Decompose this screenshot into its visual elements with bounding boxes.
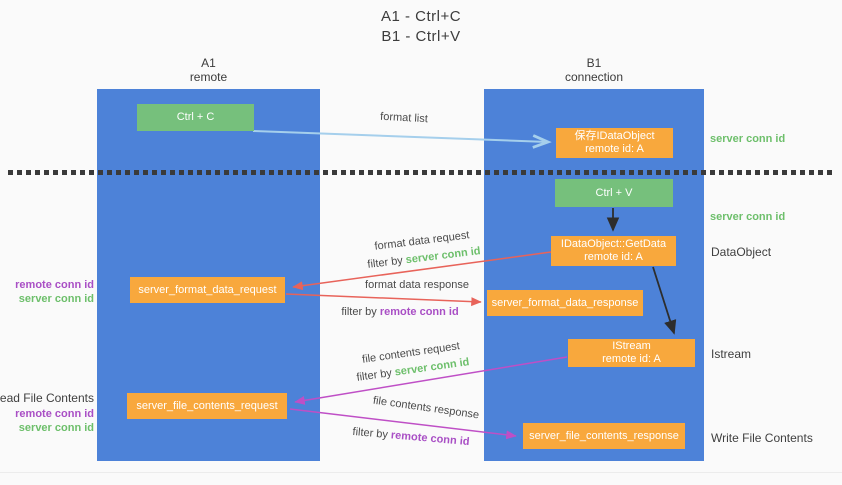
node-save-idataobject-line1: 保存IDataObject: [574, 130, 655, 142]
node-server-format-data-response: server_format_data_response: [487, 290, 643, 316]
node-idataobject-getdata-line1: IDataObject::GetData: [560, 238, 667, 250]
node-istream: IStream remote id: A: [568, 339, 695, 367]
annotation-remote-conn-id-file: remote conn id: [15, 408, 94, 420]
node-save-idataobject: 保存IDataObject remote id: A: [556, 128, 673, 158]
lane-b1-header: B1 connection: [484, 56, 704, 84]
format-data-response-label: format data response: [365, 279, 469, 291]
annotation-istream: Istream: [711, 347, 752, 361]
node-ctrl-c-label: Ctrl + C: [176, 111, 215, 123]
node-server-file-contents-request: server_file_contents_request: [127, 393, 287, 419]
node-server-format-data-request-label: server_format_data_request: [138, 283, 277, 296]
diagram-title: A1 - Ctrl+C B1 - Ctrl+V: [0, 7, 842, 47]
file-contents-response-filter-label: filter by remote conn id: [352, 426, 470, 448]
remote-conn-id-text: remote conn id: [379, 306, 459, 318]
node-save-idataobject-line2: remote id: A: [585, 143, 644, 155]
node-server-file-contents-response-label: server_file_contents_response: [529, 429, 679, 442]
title-line-1: A1 - Ctrl+C: [380, 8, 462, 25]
filter-by-text: filter by: [352, 425, 392, 442]
format-list-label: format list: [379, 110, 429, 126]
node-server-file-contents-response: server_file_contents_response: [523, 423, 685, 449]
lane-b1-name: B1: [586, 56, 602, 70]
node-ctrl-v: Ctrl + V: [555, 179, 673, 207]
lane-a1-subtitle: remote: [189, 70, 228, 84]
title-line-2: B1 - Ctrl+V: [381, 28, 461, 45]
node-idataobject-getdata-line2: remote id: A: [584, 251, 643, 263]
node-idataobject-getdata: IDataObject::GetData remote id: A: [551, 236, 676, 266]
filter-by-text: filter by: [366, 254, 407, 271]
file-contents-response-label: file contents response: [372, 394, 480, 422]
lane-a1-name: A1: [201, 56, 216, 70]
node-istream-line2: remote id: A: [602, 353, 661, 365]
annotation-write-file-contents: Write File Contents: [711, 431, 813, 445]
annotation-read-file-contents: Read File Contents: [0, 391, 94, 405]
filter-by-text: filter by: [341, 306, 380, 318]
node-server-format-data-request: server_format_data_request: [130, 277, 285, 303]
annotation-server-conn-id-format: server conn id: [18, 293, 94, 305]
remote-conn-id-text: remote conn id: [390, 429, 470, 449]
dotted-separator-line: [8, 170, 834, 175]
annotation-remote-conn-id-format: remote conn id: [15, 279, 94, 291]
bottom-faint-line: [0, 472, 842, 473]
node-istream-line1: IStream: [612, 340, 651, 352]
format-data-response-filter-label: filter by remote conn id: [341, 306, 458, 318]
lane-b1-subtitle: connection: [564, 70, 624, 84]
node-ctrl-c: Ctrl + C: [137, 104, 254, 131]
filter-by-text: filter by: [355, 366, 396, 384]
annotation-server-conn-id-save: server conn id: [710, 133, 786, 145]
server-conn-id-text: server conn id: [405, 245, 482, 267]
node-server-format-data-response-label: server_format_data_response: [491, 296, 639, 309]
node-server-file-contents-request-label: server_file_contents_request: [136, 399, 278, 412]
lane-a1-header: A1 remote: [97, 56, 320, 84]
annotation-server-conn-id-paste: server conn id: [710, 211, 786, 223]
annotation-server-conn-id-file: server conn id: [18, 422, 94, 434]
annotation-dataobject: DataObject: [711, 245, 772, 259]
node-ctrl-v-label: Ctrl + V: [595, 186, 633, 199]
